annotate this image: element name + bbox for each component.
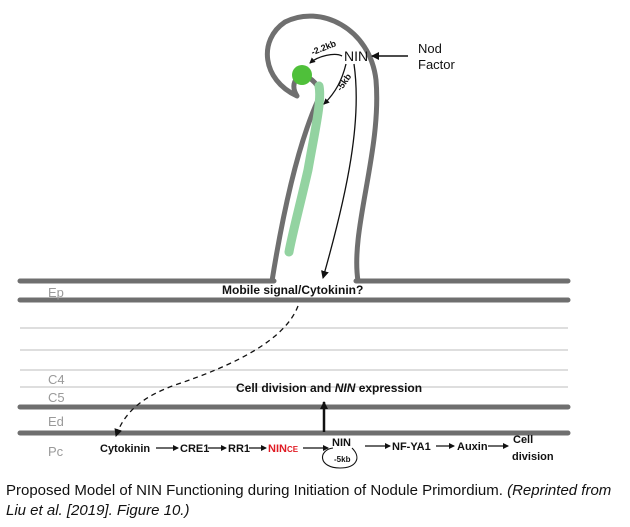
pathway-auxin: Auxin	[457, 441, 488, 453]
nin-model-diagram: Nod Factor NIN -2.2kb -5kb Ep C4 C5 Ed P…	[17, 13, 571, 469]
nod-factor-label-2: Factor	[418, 57, 456, 72]
pathway-cytokinin: Cytokinin	[100, 443, 150, 455]
nod-factor-label: Nod	[418, 41, 442, 56]
pathway-rr1: RR1	[228, 443, 250, 455]
pathway-nin: NIN	[332, 437, 351, 449]
pathway-cre1: CRE1	[180, 443, 209, 455]
figure-caption: Proposed Model of NIN Functioning during…	[6, 481, 626, 521]
mobile-signal-label: Mobile signal/Cytokinin?	[222, 283, 363, 297]
layer-label-pc: Pc	[48, 444, 64, 459]
infection-thread	[284, 81, 325, 257]
caption-reference: (Reprinted from Liu et al. [2019]. Figur…	[6, 482, 612, 519]
pathway-nf-ya1: NF-YA1	[392, 441, 431, 453]
promoter-5kb-arrow	[323, 63, 347, 105]
pathway-cell-division: Cell	[513, 434, 533, 446]
promoter-5kb-label: -5kb	[334, 71, 353, 92]
pathway-nin-ce: NINCE	[268, 443, 299, 455]
pathway-cell-division-2: division	[512, 451, 554, 463]
layer-label-ed: Ed	[48, 414, 64, 429]
root-hair-outline	[264, 13, 380, 284]
layer-label-c5: C5	[48, 390, 65, 405]
caption-text: Proposed Model of NIN Functioning during…	[6, 482, 503, 499]
pathway-nin-5kb: -5kb	[334, 455, 351, 464]
nin-signal-arrow	[321, 63, 357, 279]
nin-autoregulation-loop	[322, 447, 358, 469]
layer-label-ep: Ep	[48, 285, 64, 300]
mobile-signal-dashed-arrow	[114, 305, 299, 437]
cell-division-nin-expression-label: Cell division and NIN expression	[236, 381, 422, 395]
nucleus	[292, 65, 312, 85]
promoter-22kb-arrow	[309, 53, 343, 64]
layer-label-c4: C4	[48, 372, 65, 387]
nin-label-top: NIN	[344, 48, 368, 64]
